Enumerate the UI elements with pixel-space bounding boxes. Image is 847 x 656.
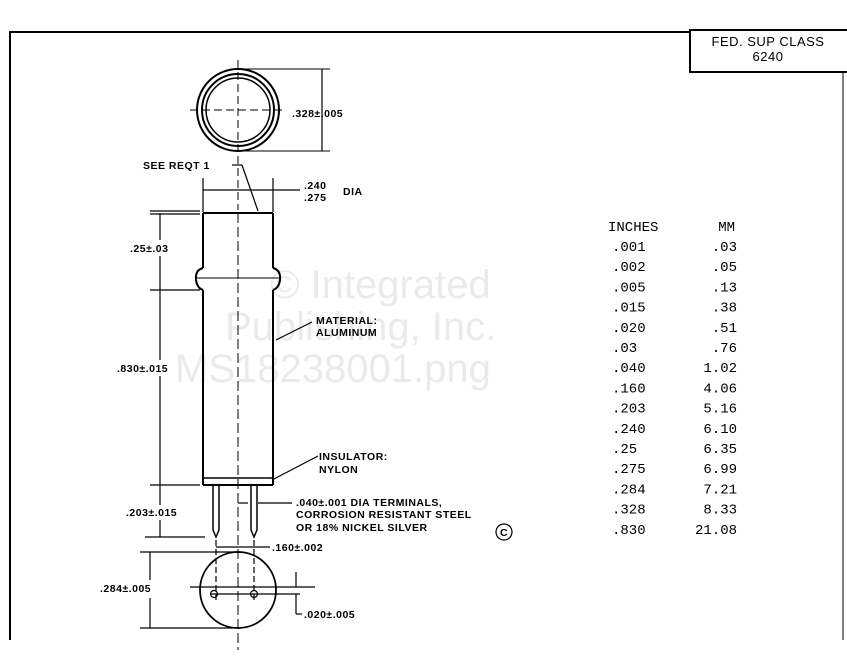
- revision-circle: [495, 523, 513, 541]
- dia-suffix-label: DIA: [343, 186, 363, 198]
- table-cell-mm: 8.33: [703, 503, 737, 519]
- table-cell-mm: 7.21: [703, 482, 737, 498]
- table-cell-inches: .203: [612, 402, 646, 418]
- table-cell-mm: 6.35: [703, 442, 737, 458]
- insulator-label: INSULATOR:: [319, 451, 388, 463]
- table-cell-inches: .275: [612, 462, 646, 478]
- table-cell-mm: 6.10: [703, 422, 737, 438]
- table-cell-mm: 1.02: [703, 361, 737, 377]
- top-dia-label: .328±.005: [292, 108, 343, 120]
- top-view: [190, 60, 330, 210]
- see-reqt-label: SEE REQT 1: [143, 160, 210, 172]
- table-cell-inches: .25: [612, 442, 637, 458]
- offset-label: .020±.005: [304, 609, 355, 621]
- table-header-inches: INCHES: [608, 220, 658, 236]
- material-label: MATERIAL:: [316, 315, 377, 327]
- cap-length-label: .25±.03: [130, 243, 168, 255]
- body-length-label: .830±.015: [117, 363, 168, 375]
- table-cell-mm: .03: [712, 240, 737, 256]
- title-block: [689, 29, 847, 73]
- pin-length-label: .203±.015: [126, 507, 177, 519]
- table-cell-inches: .328: [612, 503, 646, 519]
- conversion-table: INCHES MM .001 .03 .002 .05 .005 .13 .015 .38 .0…: [608, 220, 737, 539]
- base-dia-label: .284±.005: [100, 583, 151, 595]
- table-cell-inches: .040: [612, 361, 646, 377]
- left-dimensions: [145, 210, 205, 538]
- table-cell-inches: .005: [612, 280, 646, 296]
- dia-dimension: [202, 164, 300, 212]
- callout-leaders: [238, 321, 319, 504]
- terminal-spec-1: .040±.001 DIA TERMINALS,: [296, 497, 442, 509]
- table-cell-mm: .38: [712, 301, 737, 317]
- table-header-mm: MM: [718, 220, 735, 236]
- watermark-3: MS18238001.png: [175, 347, 491, 391]
- table-cell-mm: 4.06: [703, 381, 737, 397]
- table-cell-mm: .76: [712, 341, 737, 357]
- material-value: ALUMINUM: [316, 327, 377, 339]
- table-cell-inches: .160: [612, 381, 646, 397]
- table-cell-inches: .284: [612, 482, 646, 498]
- table-cell-mm: .05: [712, 260, 737, 276]
- watermark-2: Publishing, Inc.: [225, 305, 496, 349]
- table-cell-inches: .015: [612, 301, 646, 317]
- dia-a-label: .240: [304, 180, 326, 192]
- table-cell-inches: .240: [612, 422, 646, 438]
- side-view-body: [194, 212, 282, 650]
- table-cell-inches: .020: [612, 321, 646, 337]
- revision-label: C: [500, 527, 508, 539]
- table-cell-mm: 5.16: [703, 402, 737, 418]
- terminal-spec-3: OR 18% NICKEL SILVER: [296, 522, 428, 534]
- title-line-2: 6240: [753, 49, 784, 64]
- bottom-view: [140, 540, 315, 629]
- table-cell-mm: .51: [712, 321, 737, 337]
- title-line-1: FED. SUP CLASS: [712, 34, 825, 49]
- insulator-value: NYLON: [319, 464, 358, 476]
- table-cell-inches: .830: [612, 523, 646, 539]
- pin-spacing-label: .160±.002: [272, 542, 323, 554]
- table-cell-inches: .001: [612, 240, 646, 256]
- table-cell-mm: .13: [712, 280, 737, 296]
- terminal-spec-2: CORROSION RESISTANT STEEL: [296, 509, 472, 521]
- dia-b-label: .275: [304, 192, 326, 204]
- table-cell-mm: 21.08: [695, 523, 737, 539]
- drawing-border: [9, 31, 690, 640]
- table-cell-inches: .002: [612, 260, 646, 276]
- watermark-1: © Integrated: [270, 263, 491, 307]
- table-cell-mm: 6.99: [703, 462, 737, 478]
- table-cell-inches: .03: [612, 341, 637, 357]
